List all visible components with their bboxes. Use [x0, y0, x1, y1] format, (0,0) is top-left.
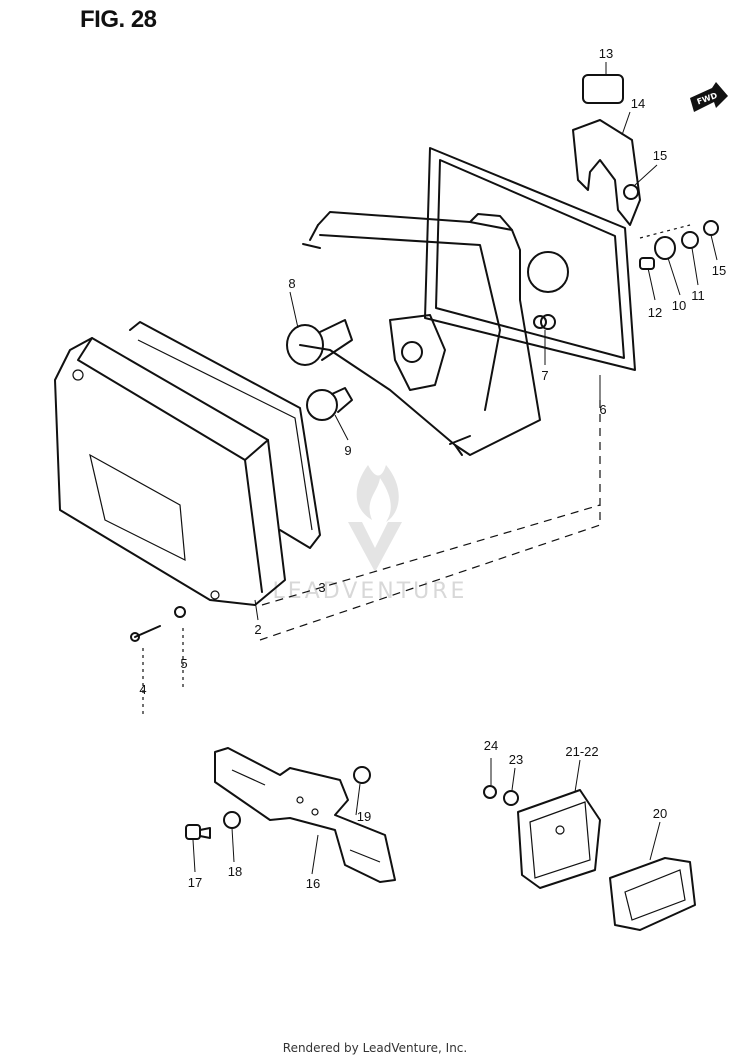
callout-24: 24: [484, 738, 498, 753]
callout-4: 4: [139, 682, 146, 697]
gasket-part-6: [424, 147, 636, 371]
lens-part-2: [54, 337, 286, 606]
washer-part-18: [223, 811, 241, 829]
lens-gasket-part-3: [129, 321, 321, 549]
callout-13: 13: [599, 46, 613, 61]
bolt-part-17: [185, 824, 211, 840]
callout-9: 9: [344, 443, 351, 458]
washer-part-5: [174, 606, 186, 618]
callout-15a: 15: [653, 148, 667, 163]
reflector-base-part-21-22: [517, 789, 601, 889]
callout-14: 14: [631, 96, 645, 111]
callout-11: 11: [691, 288, 705, 303]
mount-bracket-part-14: [572, 74, 641, 226]
grommet-part-7: [533, 315, 547, 329]
nut-part-24: [483, 785, 497, 799]
callout-16: 16: [306, 876, 320, 891]
callout-labels: 13 14 15 15 11 10 12 8 7 6 9 3 2 5 4 24 …: [139, 46, 726, 891]
assembly-guides: [142, 224, 691, 715]
footer-credit: Rendered by LeadVenture, Inc.: [282, 1041, 468, 1055]
callout-7: 7: [541, 368, 548, 383]
reflector-part-20: [609, 857, 696, 931]
bulb-part-8: [286, 319, 353, 366]
license-bracket-part-16: [214, 747, 396, 883]
callout-17: 17: [188, 875, 202, 890]
callout-18: 18: [228, 864, 242, 879]
callout-8: 8: [288, 276, 295, 291]
figure-title: FIG. 28: [80, 6, 157, 33]
callout-23: 23: [509, 752, 523, 767]
callout-15b: 15: [712, 263, 726, 278]
callout-3: 3: [318, 580, 325, 595]
housing-pin: [449, 435, 471, 445]
screw-part-4: [130, 625, 161, 642]
callout-2: 2: [254, 622, 261, 637]
callout-5: 5: [180, 656, 187, 671]
leader-lines: [192, 62, 718, 875]
callout-19: 19: [357, 809, 371, 824]
mount-hardware: [623, 184, 719, 270]
bulb-part-9: [306, 387, 353, 421]
callout-12: 12: [648, 305, 662, 320]
callout-6: 6: [599, 402, 606, 417]
callout-10: 10: [672, 298, 686, 313]
watermark: LEADVENTURE: [273, 465, 468, 604]
callout-20: 20: [653, 806, 667, 821]
fwd-arrow: FWD: [690, 82, 728, 112]
washer-part-23: [503, 790, 519, 806]
lamp-housing: [299, 211, 569, 456]
watermark-text: LEADVENTURE: [273, 579, 468, 604]
nut-part-19: [353, 766, 371, 784]
callout-21-22: 21-22: [565, 744, 598, 759]
